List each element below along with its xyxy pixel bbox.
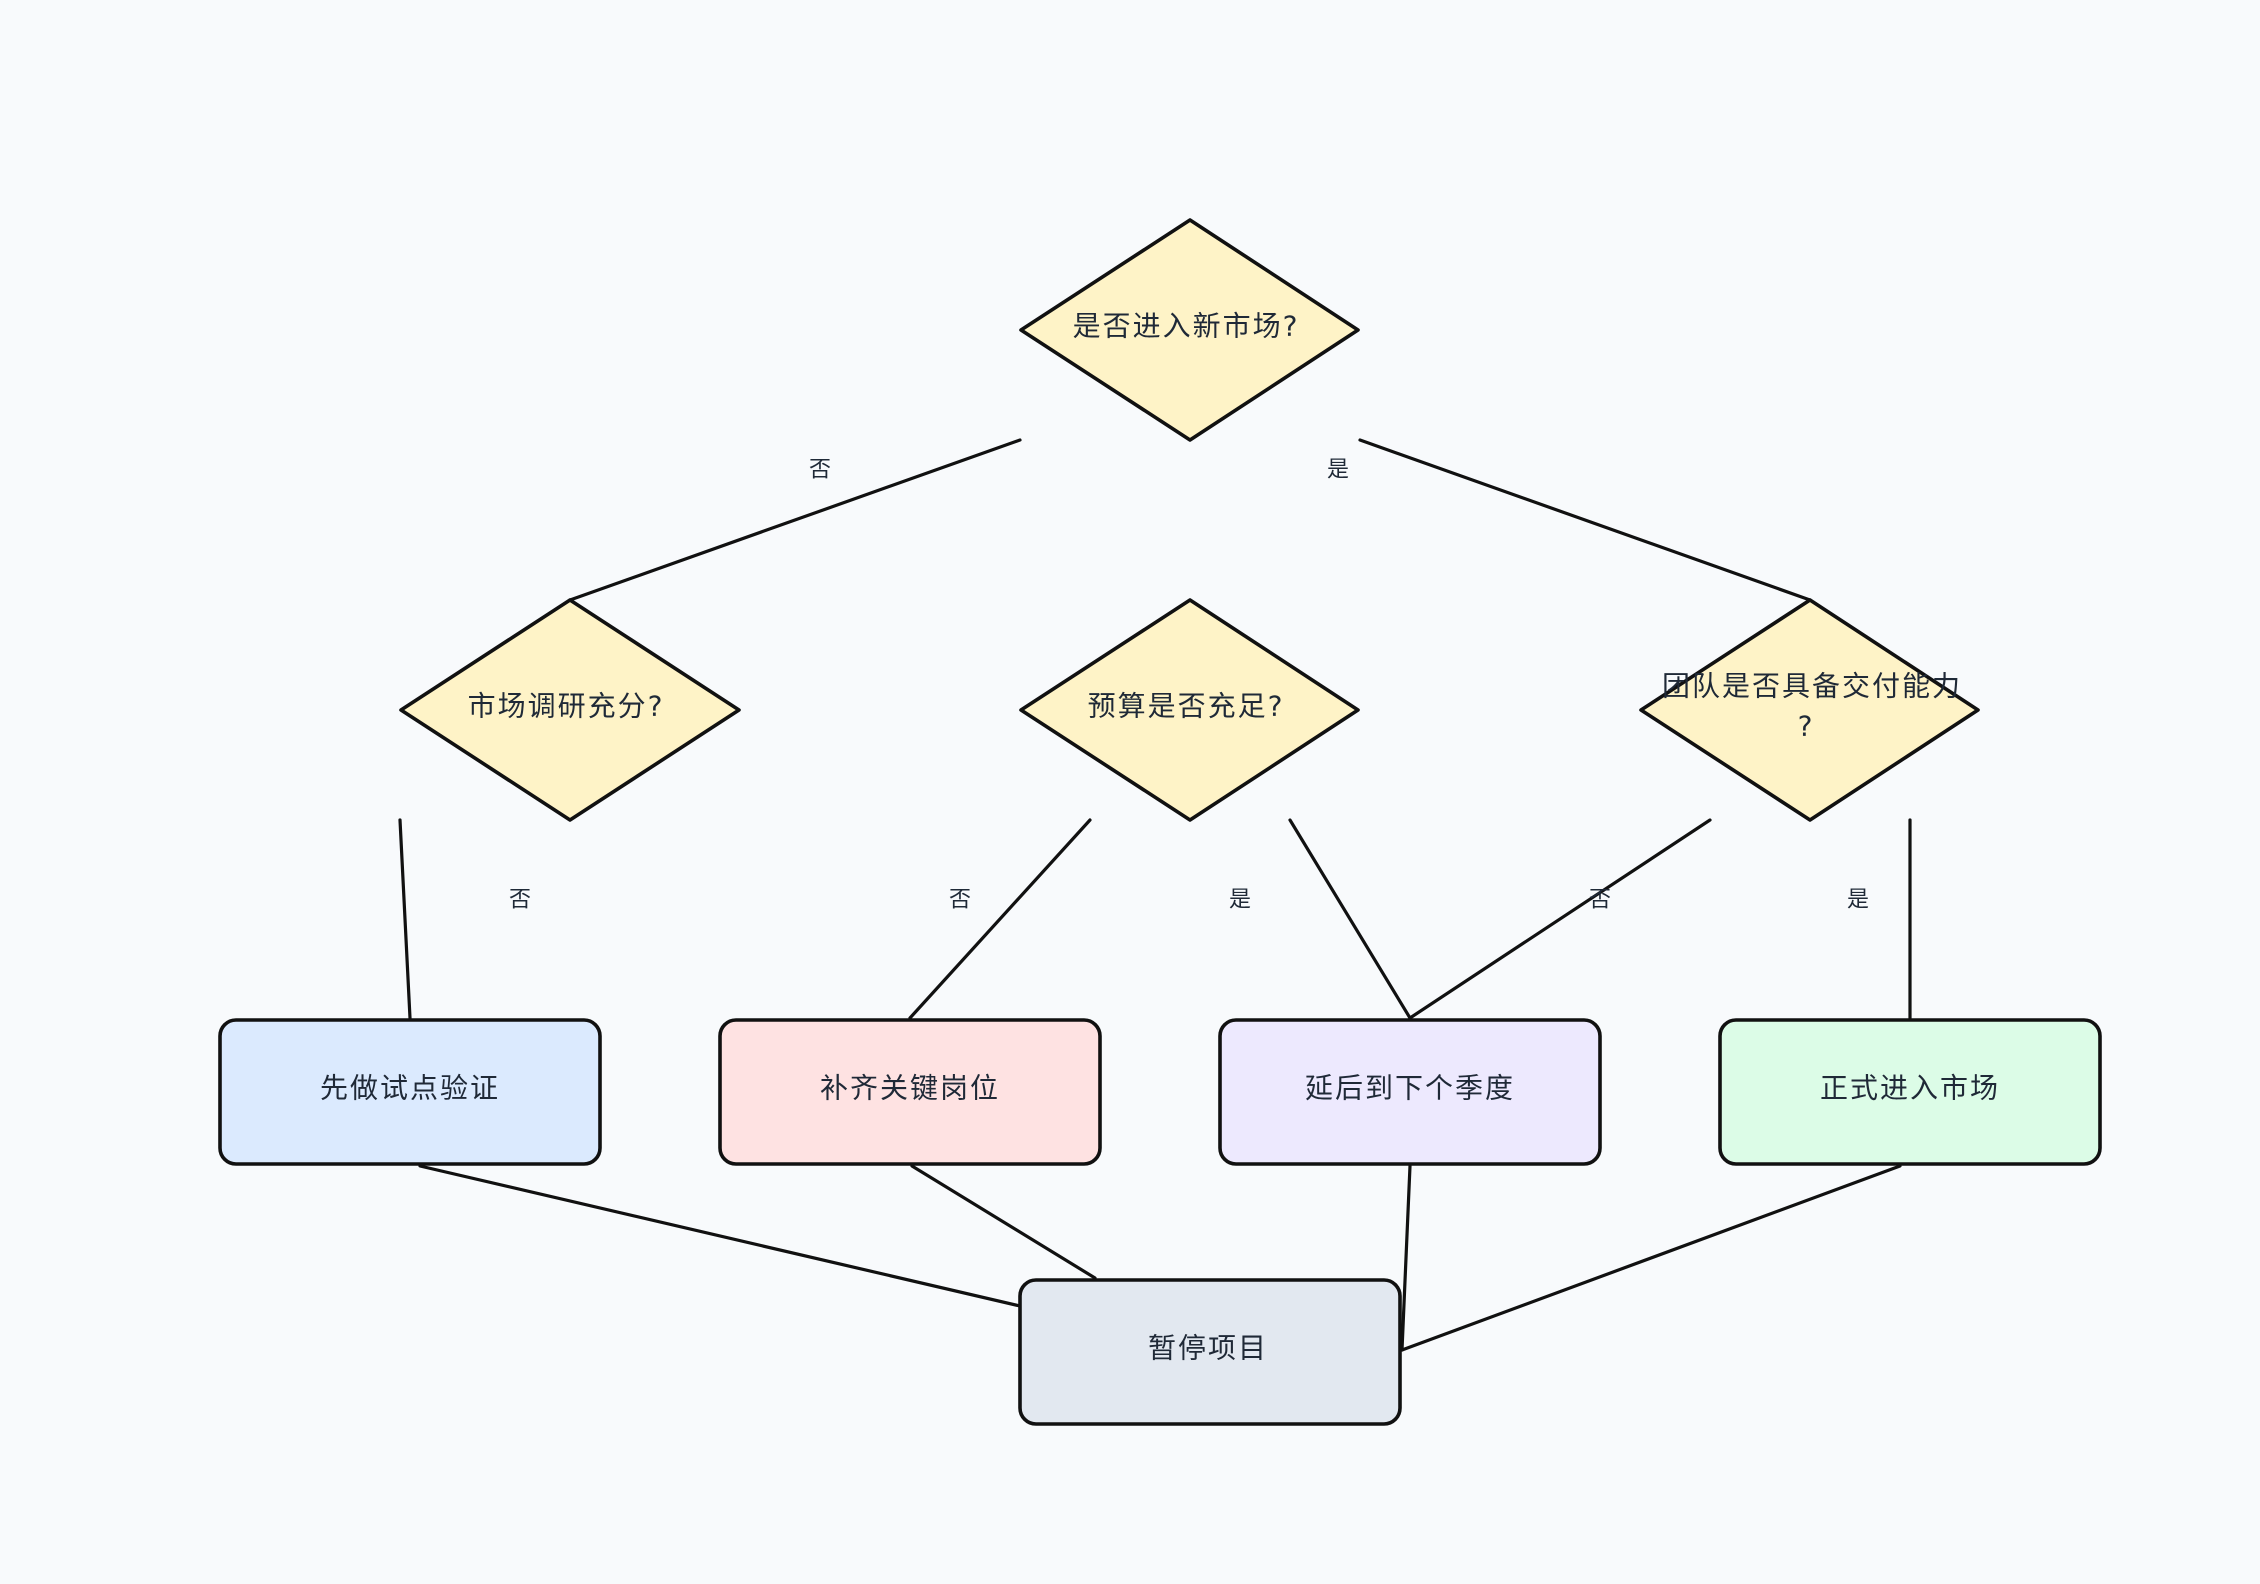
edge-hire-to-pause [910, 1164, 1097, 1280]
edge-label-research-pilot: 否 [509, 888, 531, 913]
edge-enter-to-team [1358, 438, 1812, 602]
edge-budget-to-hire [908, 818, 1092, 1020]
box-label: 正式进入市场 [1820, 1072, 2000, 1105]
outcome-enter[interactable]: 正式进入市场 [1718, 1018, 2102, 1166]
diamond-shape [399, 598, 741, 822]
edge-label-budget-hire: 否 [949, 888, 971, 913]
edge-delay-to-pause [1400, 1164, 1412, 1352]
diamond-shape [1019, 598, 1360, 822]
box-shape [218, 1018, 602, 1166]
box-label: 补齐关键岗位 [820, 1072, 1000, 1105]
edge-label-team-delay: 否 [1589, 888, 1611, 913]
box-shape [1018, 1278, 1402, 1426]
box-shape [1218, 1018, 1602, 1166]
decision-label-line1: 团队是否具备交付能力 [1662, 670, 1962, 703]
box-shape [718, 1018, 1102, 1166]
edge-budget-to-delay [1288, 818, 1412, 1020]
decision-market-research[interactable]: 市场调研充分? [399, 598, 741, 822]
decision-label: 市场调研充分? [468, 690, 665, 723]
edges [398, 438, 1912, 1352]
edge-enter-to-research [568, 438, 1022, 602]
decision-team-capability[interactable]: 团队是否具备交付能力 ? [1639, 598, 1980, 822]
box-shape [1718, 1018, 2102, 1166]
edge-label-team-enter: 是 [1847, 888, 1869, 913]
edge-label-enter-research: 否 [809, 458, 831, 483]
box-label: 延后到下个季度 [1305, 1072, 1515, 1105]
edge-label-enter-team: 是 [1327, 458, 1349, 483]
edge-labels: 否 是 否 否 是 否 是 [509, 458, 1869, 913]
decision-label-line2: ? [1798, 710, 1815, 743]
edge-label-budget-delay: 是 [1229, 888, 1251, 913]
box-label: 暂停项目 [1148, 1332, 1268, 1365]
edge-research-to-pilot [398, 818, 412, 1020]
decision-label: 预算是否充足? [1088, 690, 1285, 723]
edge-team-to-delay [1408, 818, 1712, 1020]
edge-enter-to-pause [1400, 1164, 1902, 1352]
diamond-shape [1019, 218, 1360, 442]
outcome-pilot[interactable]: 先做试点验证 [218, 1018, 602, 1166]
box-label: 先做试点验证 [320, 1072, 500, 1105]
diamond-shape [1639, 598, 1980, 822]
outcome-pause[interactable]: 暂停项目 [1018, 1278, 1402, 1426]
outcome-hire[interactable]: 补齐关键岗位 [718, 1018, 1102, 1166]
decision-budget[interactable]: 预算是否充足? [1019, 598, 1360, 822]
outcome-delay[interactable]: 延后到下个季度 [1218, 1018, 1602, 1166]
decision-label: 是否进入新市场? [1073, 310, 1300, 343]
edge-pilot-to-pause [418, 1164, 1022, 1308]
decision-enter-market[interactable]: 是否进入新市场? [1019, 218, 1360, 442]
